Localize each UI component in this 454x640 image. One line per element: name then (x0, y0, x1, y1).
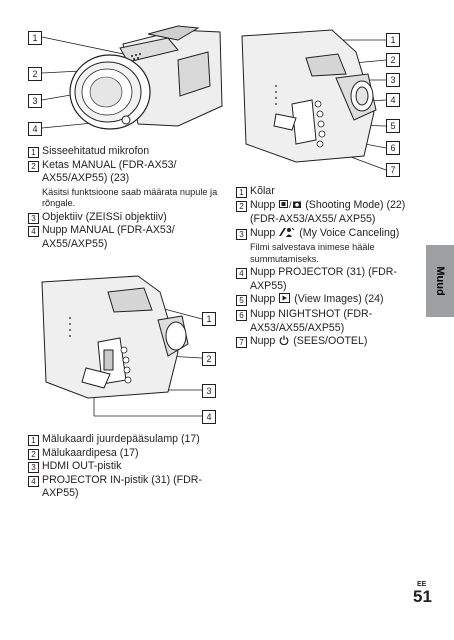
callout-3: 3 (386, 73, 400, 87)
voice-cancel-icon (279, 227, 295, 242)
page-number: 51 (413, 587, 432, 606)
movie-photo-icon: / (279, 199, 302, 214)
callout-2: 2 (28, 67, 42, 81)
figure-rear-view: 1 2 3 4 5 6 7 (236, 22, 408, 182)
callout-2: 2 (202, 352, 216, 366)
section-tab-label: Muud (434, 266, 446, 296)
callout-3: 3 (28, 94, 42, 108)
callout-4: 4 (28, 122, 42, 136)
callout-1: 1 (202, 312, 216, 326)
figure-side-view: 1 2 3 4 (28, 272, 224, 432)
callout-3: 3 (202, 384, 216, 398)
callout-4: 4 (202, 410, 216, 424)
power-icon (279, 335, 289, 350)
language-code: EE (417, 581, 427, 588)
callout-1: 1 (386, 33, 400, 47)
play-icon (279, 293, 291, 308)
figure-front-view: 1 2 3 4 (28, 20, 224, 136)
callout-5: 5 (386, 119, 400, 133)
callout-1: 1 (28, 31, 42, 45)
section-tab: Muud (426, 245, 454, 317)
callout-6: 6 (386, 141, 400, 155)
callout-4: 4 (386, 93, 400, 107)
callout-7: 7 (386, 163, 400, 177)
svg-text:/: / (289, 200, 292, 209)
callout-2: 2 (386, 53, 400, 67)
